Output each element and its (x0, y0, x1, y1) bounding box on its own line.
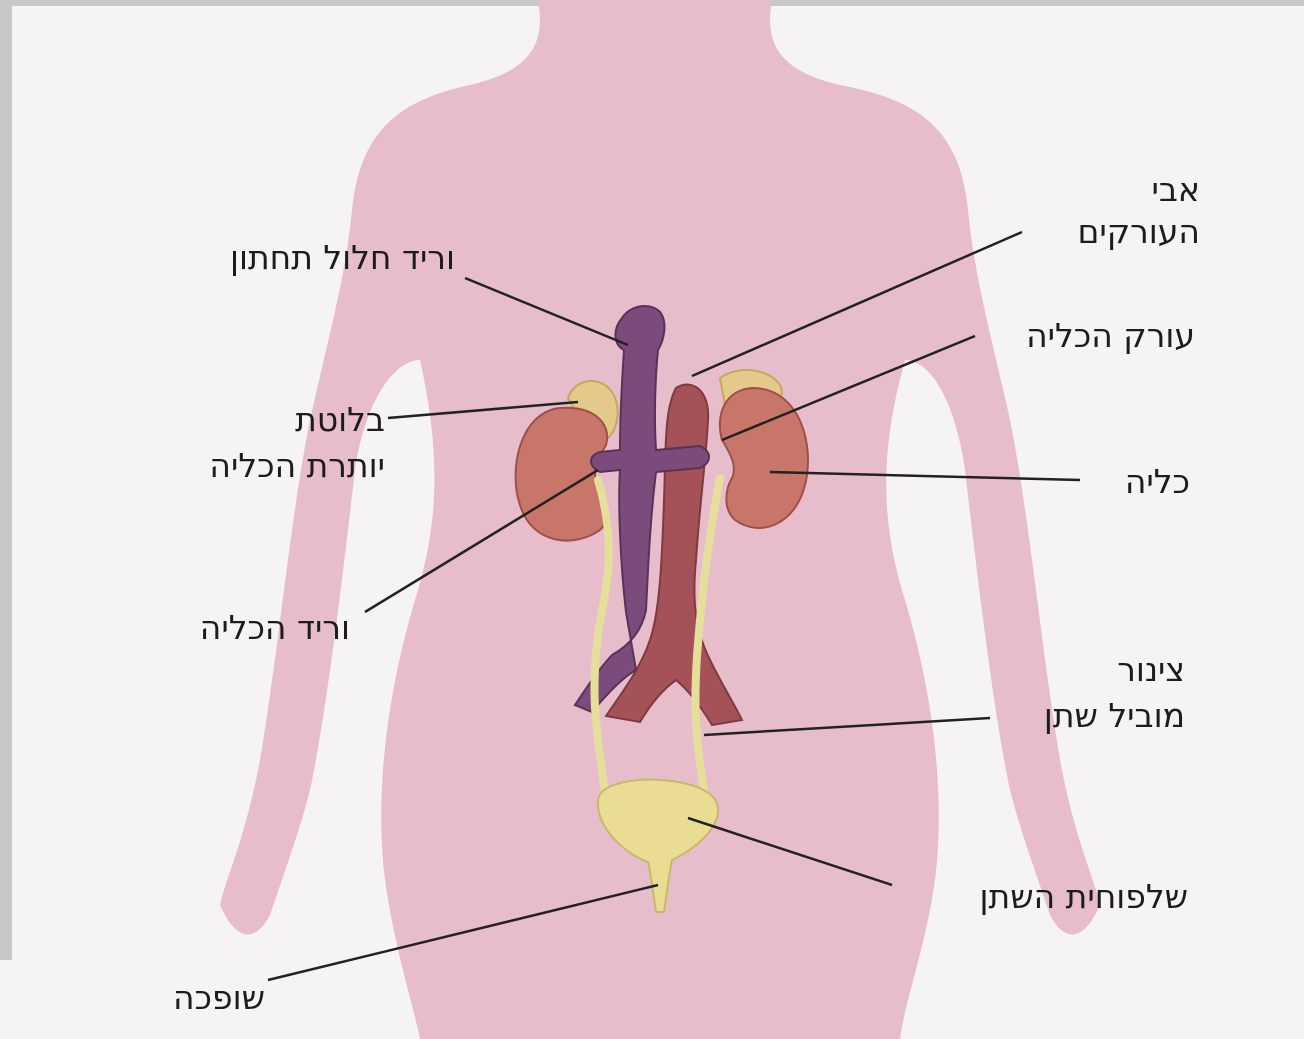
label-renal-vein: וריד הכליה (150, 608, 350, 648)
label-renal-artery: עורק הכליה (970, 316, 1195, 356)
label-adrenal-line2: יותרת הכליה (150, 446, 385, 486)
label-ureter-line2: מוביל שתן (990, 696, 1185, 736)
label-adrenal-line1: בלוטת (220, 400, 385, 440)
label-urethra: שופכה (130, 978, 265, 1018)
label-urinary-bladder: שלפוחית השתן (898, 877, 1188, 917)
label-ureter-line1: צינור (1060, 650, 1185, 690)
label-aorta-line2: העורקים (1010, 212, 1200, 252)
label-aorta-line1: אבי (1040, 170, 1200, 210)
label-kidney: כליה (1085, 462, 1190, 502)
label-inferior-vena-cava: וריד חלול תחתון (165, 238, 455, 278)
